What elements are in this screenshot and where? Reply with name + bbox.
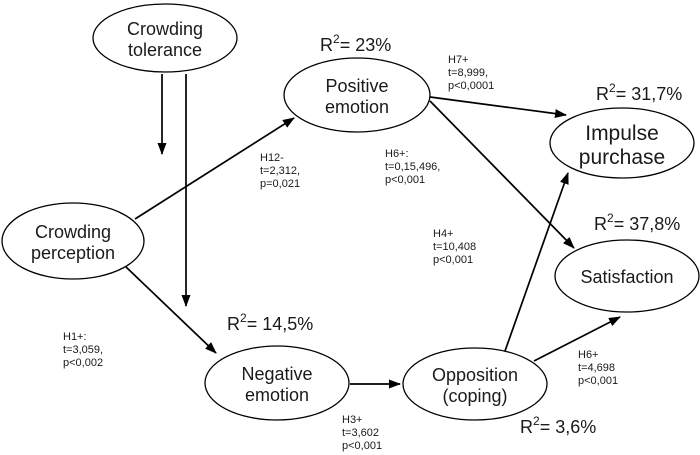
path-label-h1-line1: H1+: <box>63 331 87 343</box>
path-label-h7-line3: p<0,0001 <box>448 80 494 92</box>
path-label-h12-line3: p=0,021 <box>260 178 300 190</box>
path-label-h7-line2: t=8,999, <box>448 67 488 79</box>
path-label-h6-opp-sat: H6+ t=4,698 p<0,001 <box>578 349 618 387</box>
node-positive-emotion-ellipse <box>283 57 431 133</box>
node-crowding-perception-label-line2: perception <box>31 243 115 263</box>
edge-h7-arrow <box>429 96 567 119</box>
node-opposition-coping-label-line2: (coping) <box>442 386 507 406</box>
node-positive-emotion-label-line2: emotion <box>325 97 389 117</box>
node-opposition-coping: Opposition (coping) <box>402 347 548 421</box>
path-label-h6-opp-sat-line3: p<0,001 <box>578 375 618 387</box>
path-label-h7: H7+ t=8,999, p<0,0001 <box>448 54 494 92</box>
node-negative-emotion: Negative emotion <box>204 345 350 421</box>
path-label-h1: H1+: t=3,059, p<0,002 <box>63 331 103 369</box>
node-impulse-purchase: Impulse purchase <box>549 107 695 179</box>
node-positive-emotion-label-line1: Positive <box>325 76 388 96</box>
r2-label-positive-emotion: R2= 23% <box>320 32 391 55</box>
r2-label-satisfaction: R2= 37,8% <box>594 211 680 234</box>
node-crowding-tolerance-label-line2: tolerance <box>128 40 202 60</box>
node-crowding-perception-ellipse <box>1 202 145 280</box>
node-crowding-tolerance-ellipse <box>92 3 238 73</box>
edge-h1-arrow <box>125 266 217 354</box>
path-label-h12-line1: H12- <box>260 152 284 164</box>
node-impulse-purchase-label-line1: Impulse <box>585 122 659 145</box>
node-negative-emotion-label-line1: Negative <box>241 364 312 384</box>
node-crowding-perception: Crowding perception <box>1 202 145 280</box>
path-label-h4-line2: t=10,408 <box>433 241 476 253</box>
node-satisfaction: Satisfaction <box>554 239 700 313</box>
node-satisfaction-ellipse <box>554 239 700 313</box>
node-satisfaction-label: Satisfaction <box>580 267 673 287</box>
node-crowding-tolerance-label-line1: Crowding <box>127 19 203 39</box>
path-label-h3: H3+ t=3,602 p<0,001 <box>342 414 382 452</box>
node-opposition-coping-ellipse <box>402 347 548 421</box>
path-label-h12-line2: t=2,312, <box>260 165 300 177</box>
path-label-h3-line3: p<0,001 <box>342 440 382 452</box>
edge-h12-arrow <box>134 117 295 220</box>
path-label-h3-line2: t=3,602 <box>342 427 379 439</box>
r2-label-opposition: R2= 3,6% <box>520 414 596 437</box>
path-label-h12: H12- t=2,312, p=0,021 <box>260 152 300 190</box>
path-label-h6-opp-sat-line2: t=4,698 <box>578 362 615 374</box>
path-label-h1-line3: p<0,002 <box>63 357 103 369</box>
path-label-h7-line1: H7+ <box>448 54 469 66</box>
path-label-h3-line1: H3+ <box>342 414 363 426</box>
edge-h6-opp-sat-arrow <box>533 316 621 362</box>
path-label-h6-pos-sat: H6+: t=0,15,496, p<0,001 <box>385 148 440 186</box>
node-negative-emotion-ellipse <box>204 345 350 421</box>
path-label-h4: H4+ t=10,408 p<0,001 <box>433 228 476 266</box>
edge-h4-arrow <box>504 172 569 352</box>
r2-label-negative-emotion: R2= 14,5% <box>227 311 313 334</box>
path-label-h6-pos-sat-line1: H6+: <box>385 148 409 160</box>
r2-label-impulse-purchase: R2= 31,7% <box>596 81 682 104</box>
path-label-h4-line3: p<0,001 <box>433 254 473 266</box>
node-crowding-tolerance: Crowding tolerance <box>92 3 238 73</box>
node-positive-emotion: Positive emotion <box>283 57 431 133</box>
edge-h6-pos-sat-arrow <box>429 100 575 249</box>
node-impulse-purchase-label-line2: purchase <box>579 146 665 169</box>
path-label-h6-pos-sat-line2: t=0,15,496, <box>385 161 440 173</box>
path-label-h6-pos-sat-line3: p<0,001 <box>385 174 425 186</box>
path-label-h4-line1: H4+ <box>433 228 454 240</box>
path-label-h6-opp-sat-line1: H6+ <box>578 349 599 361</box>
node-negative-emotion-label-line2: emotion <box>245 385 309 405</box>
node-impulse-purchase-ellipse <box>549 107 695 179</box>
node-opposition-coping-label-line1: Opposition <box>432 365 518 385</box>
path-label-h1-line2: t=3,059, <box>63 344 103 356</box>
node-crowding-perception-label-line1: Crowding <box>35 222 111 242</box>
